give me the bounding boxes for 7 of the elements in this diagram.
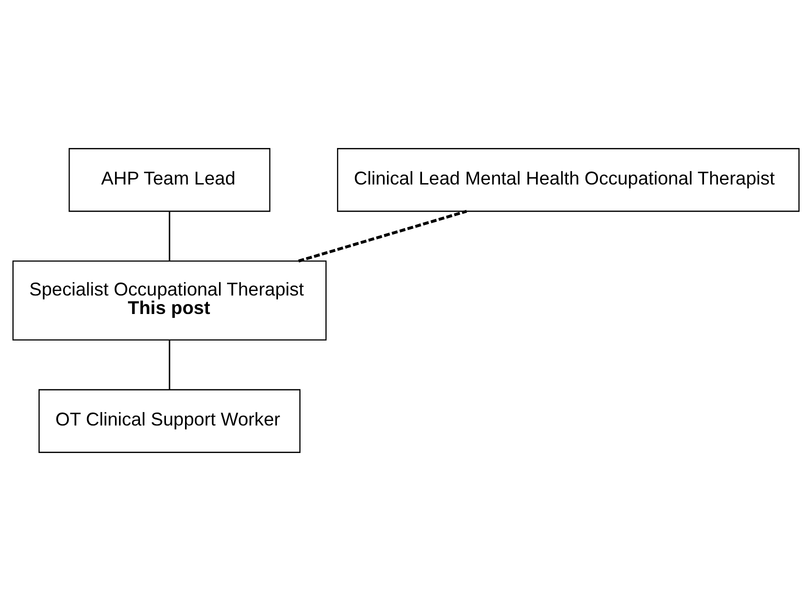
node-box: OT Clinical Support Worker [38,389,300,453]
node-box: Clinical Lead Mental Health Occupational Therapist [337,148,800,212]
node-box: AHP Team Lead [68,148,270,212]
node-box: Specialist Occupational Therapist This post [12,260,327,340]
connector [168,211,170,261]
connector [168,340,170,390]
connector [298,210,468,262]
